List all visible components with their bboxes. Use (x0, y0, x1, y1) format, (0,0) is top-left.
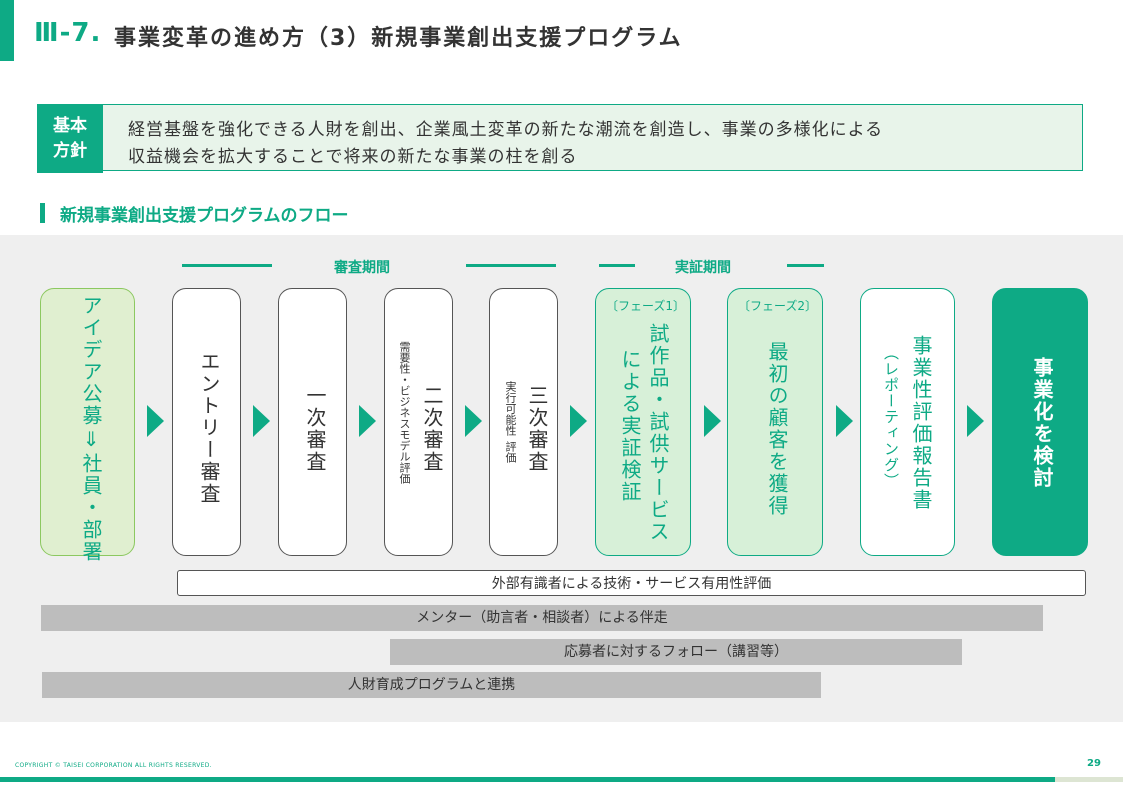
policy-label: 基本 方針 (37, 104, 103, 173)
page-number: 29 (1087, 758, 1101, 769)
step-phase1: 〔フェーズ1〕 試作品・試供サービス による実証検証 (595, 288, 691, 556)
flow-arrow-icon (359, 405, 376, 437)
step-phase1-tag: 〔フェーズ1〕 (606, 299, 686, 313)
review-period-line-right (466, 264, 556, 267)
policy-text-line2: 収益機会を拡大することで将来の新たな事業の柱を創る (128, 147, 578, 167)
proof-period-line-right (787, 264, 824, 267)
footer-bar-main (0, 777, 1055, 782)
flow-arrow-icon (465, 405, 482, 437)
section-marker (40, 203, 45, 223)
proof-period-label: 実証期間 (675, 260, 731, 276)
step-second-review: 需要性・ビジネスモデル評価 二次審査 (384, 288, 453, 556)
step-phase1-line1: 試作品・試供サービス (646, 323, 670, 543)
step-second-review-sub: 需要性・ビジネスモデル評価 (398, 341, 411, 484)
proof-period-line-left (599, 264, 635, 267)
step-first-review: 一次審査 (278, 288, 347, 556)
step-third-review-sub-line2: 評価 (504, 441, 517, 463)
page-title: 事業変革の進め方（3）新規事業創出支援プログラム (114, 26, 683, 51)
step-phase2-tag: 〔フェーズ2〕 (738, 299, 818, 313)
flow-arrow-icon (704, 405, 721, 437)
hr-program-bar: 人財育成プログラムと連携 (42, 672, 821, 698)
step-third-review-label: 三次審査 (525, 385, 549, 473)
review-period-line-left (182, 264, 272, 267)
title-accent-bar (0, 0, 14, 61)
mentor-support-bar: メンター（助言者・相談者）による伴走 (41, 605, 1043, 631)
step-third-review-sub-line1: 実行可能性 (504, 381, 517, 436)
review-period-label: 審査期間 (334, 260, 390, 276)
step-first-review-label: 一次審査 (303, 385, 327, 473)
step-commercialization-label: 事業化を検討 (1030, 357, 1054, 489)
policy-text-line1: 経営基盤を強化できる人財を創出、企業風土変革の新たな潮流を創造し、事業の多様化に… (128, 120, 884, 140)
policy-label-line2: 方針 (53, 140, 87, 161)
step-evaluation-report: 事業性評価報告書 （レポーティング） (860, 288, 955, 556)
flow-arrow-icon (147, 405, 164, 437)
step-idea-call: アイデア公募⇓社員・部署 (40, 288, 135, 563)
section-number: Ⅲ-7. (34, 18, 102, 48)
flow-arrow-icon (967, 405, 984, 437)
applicant-followup-bar: 応募者に対するフォロー（講習等） (390, 639, 962, 665)
step-idea-call-label: アイデア公募⇓社員・部署 (79, 295, 103, 563)
step-second-review-label: 二次審査 (420, 385, 444, 473)
policy-box (103, 104, 1083, 171)
section-title: 新規事業創出支援プログラムのフロー (60, 206, 349, 226)
flow-arrow-icon (570, 405, 587, 437)
step-phase2: 〔フェーズ2〕 最初の顧客を獲得 (727, 288, 823, 556)
flow-arrow-icon (253, 405, 270, 437)
step-evaluation-report-sub: （レポーティング） (882, 345, 900, 489)
external-evaluation-bar: 外部有識者による技術・サービス有用性評価 (177, 570, 1086, 596)
step-entry-review-label: エントリー審査 (197, 351, 221, 505)
policy-label-line1: 基本 (53, 115, 87, 136)
step-entry-review: エントリー審査 (172, 288, 241, 556)
step-evaluation-report-label: 事業性評価報告書 (909, 335, 933, 511)
step-phase2-label: 最初の顧客を獲得 (765, 341, 789, 517)
step-commercialization: 事業化を検討 (992, 288, 1088, 556)
flow-arrow-icon (836, 405, 853, 437)
step-third-review: 実行可能性 評価 三次審査 (489, 288, 558, 556)
copyright-text: COPYRIGHT © TAISEI CORPORATION ALL RIGHT… (15, 762, 212, 769)
step-phase1-line2: による実証検証 (618, 349, 642, 503)
footer-bar-end (1055, 777, 1123, 782)
